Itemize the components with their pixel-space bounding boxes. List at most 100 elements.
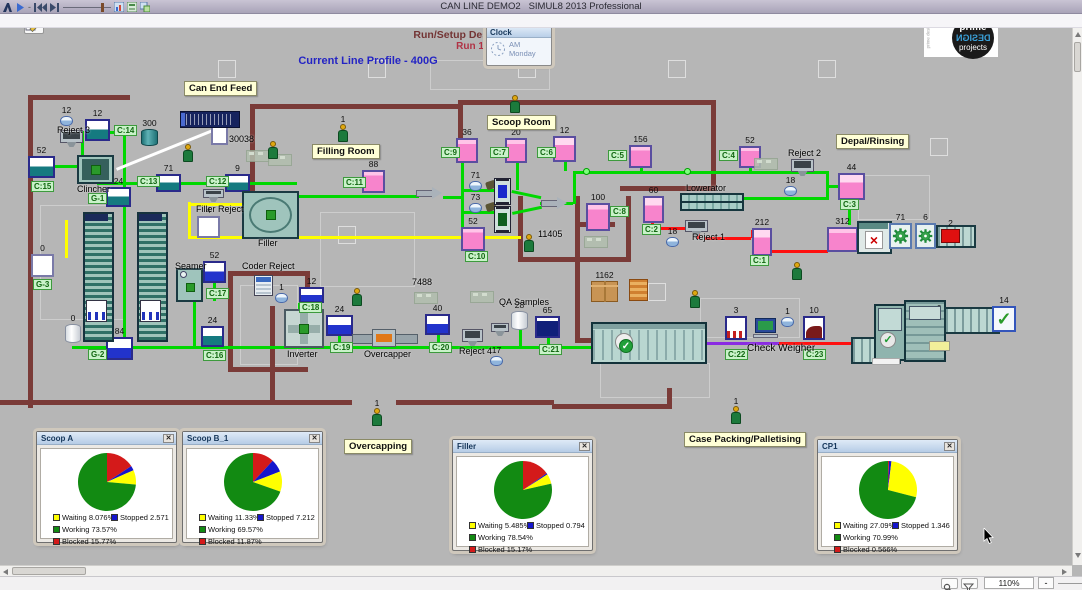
casepacker-panel (929, 341, 950, 351)
item-count: 12 (559, 125, 570, 135)
label-tag-g-3: G-3 (33, 279, 53, 290)
pallet-stud (766, 160, 771, 163)
scroll-left-arrow[interactable] (3, 569, 8, 575)
rewind-button[interactable] (34, 2, 47, 12)
close-icon[interactable]: ✕ (944, 442, 955, 451)
conveyor-line (654, 227, 690, 230)
label-tag-c-2: C:2 (642, 224, 661, 235)
zoom-level-input[interactable]: 110% (984, 577, 1034, 589)
item-count: 28 (514, 300, 525, 310)
item-count: 12 (61, 105, 72, 115)
reject-funnel (467, 341, 478, 346)
conveyor-line (443, 196, 463, 199)
zoom-out-button[interactable]: - (1038, 577, 1054, 589)
close-icon[interactable]: ✕ (309, 434, 320, 443)
horizontal-scroll-thumb[interactable] (12, 567, 86, 575)
machine-label: Reject 2 (788, 148, 822, 158)
coder-screen (256, 277, 271, 282)
scroll-right-arrow[interactable] (1062, 569, 1067, 575)
mixer-cap (496, 230, 509, 233)
queue-c8 (586, 203, 610, 231)
new-window-button[interactable] (140, 2, 150, 12)
zoom-tool-button[interactable] (941, 578, 958, 590)
reject-screen (794, 161, 811, 168)
machine-hopper (376, 334, 392, 342)
working-check-icon: ✓ (619, 339, 633, 353)
worker-icon (524, 240, 534, 252)
working-light (265, 210, 276, 220)
conveyor-line (705, 342, 779, 345)
machine-label: Reject 3 (57, 125, 91, 135)
run-number: Run 1 (456, 41, 484, 52)
worker-count: 1 (733, 396, 739, 406)
item-count: 3 (733, 305, 739, 315)
step-button[interactable] (50, 2, 60, 12)
clock-window[interactable]: Clock AM Monday (486, 26, 552, 66)
label-tag-g-1: G-1 (88, 193, 108, 204)
worker-icon (731, 412, 741, 424)
wall (305, 271, 310, 301)
machine-ring (249, 197, 292, 233)
worker-icon (372, 414, 382, 426)
legend-swatch (469, 522, 476, 529)
conveyor-line (564, 161, 567, 171)
label-tag-c-13: C:13 (137, 176, 161, 187)
results-button[interactable] (127, 2, 137, 12)
conveyor-line (97, 131, 124, 134)
worker-head-icon (794, 262, 800, 268)
scroll-down-arrow[interactable] (1075, 553, 1081, 558)
zoom-slider[interactable] (1058, 583, 1082, 584)
pallet-stud (482, 293, 487, 296)
queue-filler-reject (197, 216, 220, 238)
pie-slice-blocked (888, 461, 890, 490)
machine-panel (878, 308, 902, 331)
speed-slider[interactable] (63, 2, 111, 12)
horizontal-scrollbar[interactable] (0, 565, 1072, 576)
label-tag-g-2: G-2 (88, 349, 108, 360)
floorplan-mark (368, 60, 386, 78)
item-count: 300 (142, 118, 157, 128)
close-icon[interactable]: ✕ (163, 434, 174, 443)
computer-base (753, 334, 778, 338)
worker-head-icon (512, 95, 518, 101)
item-count: 156 (633, 134, 648, 144)
close-icon[interactable]: ✕ (579, 442, 590, 451)
pie-slice-stopped (888, 461, 892, 490)
scroll-up-arrow[interactable] (1075, 32, 1081, 37)
route-node (684, 168, 691, 175)
queue-c3 (838, 173, 865, 200)
legend-item-stopped: Stopped 0.794 (527, 521, 585, 530)
conveyor-line (573, 171, 576, 204)
legend-label: Working 70.99% (843, 533, 898, 542)
item-count: 12 (306, 276, 317, 286)
legend-label: Waiting 11.33% (208, 513, 260, 522)
wall (626, 196, 631, 262)
conveyor-line (511, 190, 542, 200)
run-button[interactable] (16, 2, 25, 12)
speed-minus-button[interactable]: - (28, 2, 31, 12)
worker-head-icon (185, 144, 191, 150)
chart-button[interactable] (114, 2, 124, 12)
queue-c14 (85, 119, 110, 141)
worker-head-icon (733, 406, 739, 412)
tank-zero (65, 324, 81, 343)
machine-label: Reject 4 (459, 346, 493, 356)
item-count: 4 (206, 205, 211, 215)
item-count: 71 (895, 212, 906, 222)
label-tag-c-7: C:7 (490, 147, 509, 158)
conveyor-line (547, 338, 550, 346)
conveyor-line (826, 171, 829, 200)
legend-swatch (199, 538, 206, 545)
vertical-scrollbar[interactable] (1072, 28, 1082, 565)
clock-icon (491, 42, 505, 56)
item-count: 24 (113, 176, 124, 186)
label-tag-c-4: C:4 (719, 150, 738, 161)
reject-funnel (797, 171, 808, 176)
vertical-scroll-thumb[interactable] (1074, 42, 1081, 72)
filter-view-button[interactable] (961, 578, 978, 590)
